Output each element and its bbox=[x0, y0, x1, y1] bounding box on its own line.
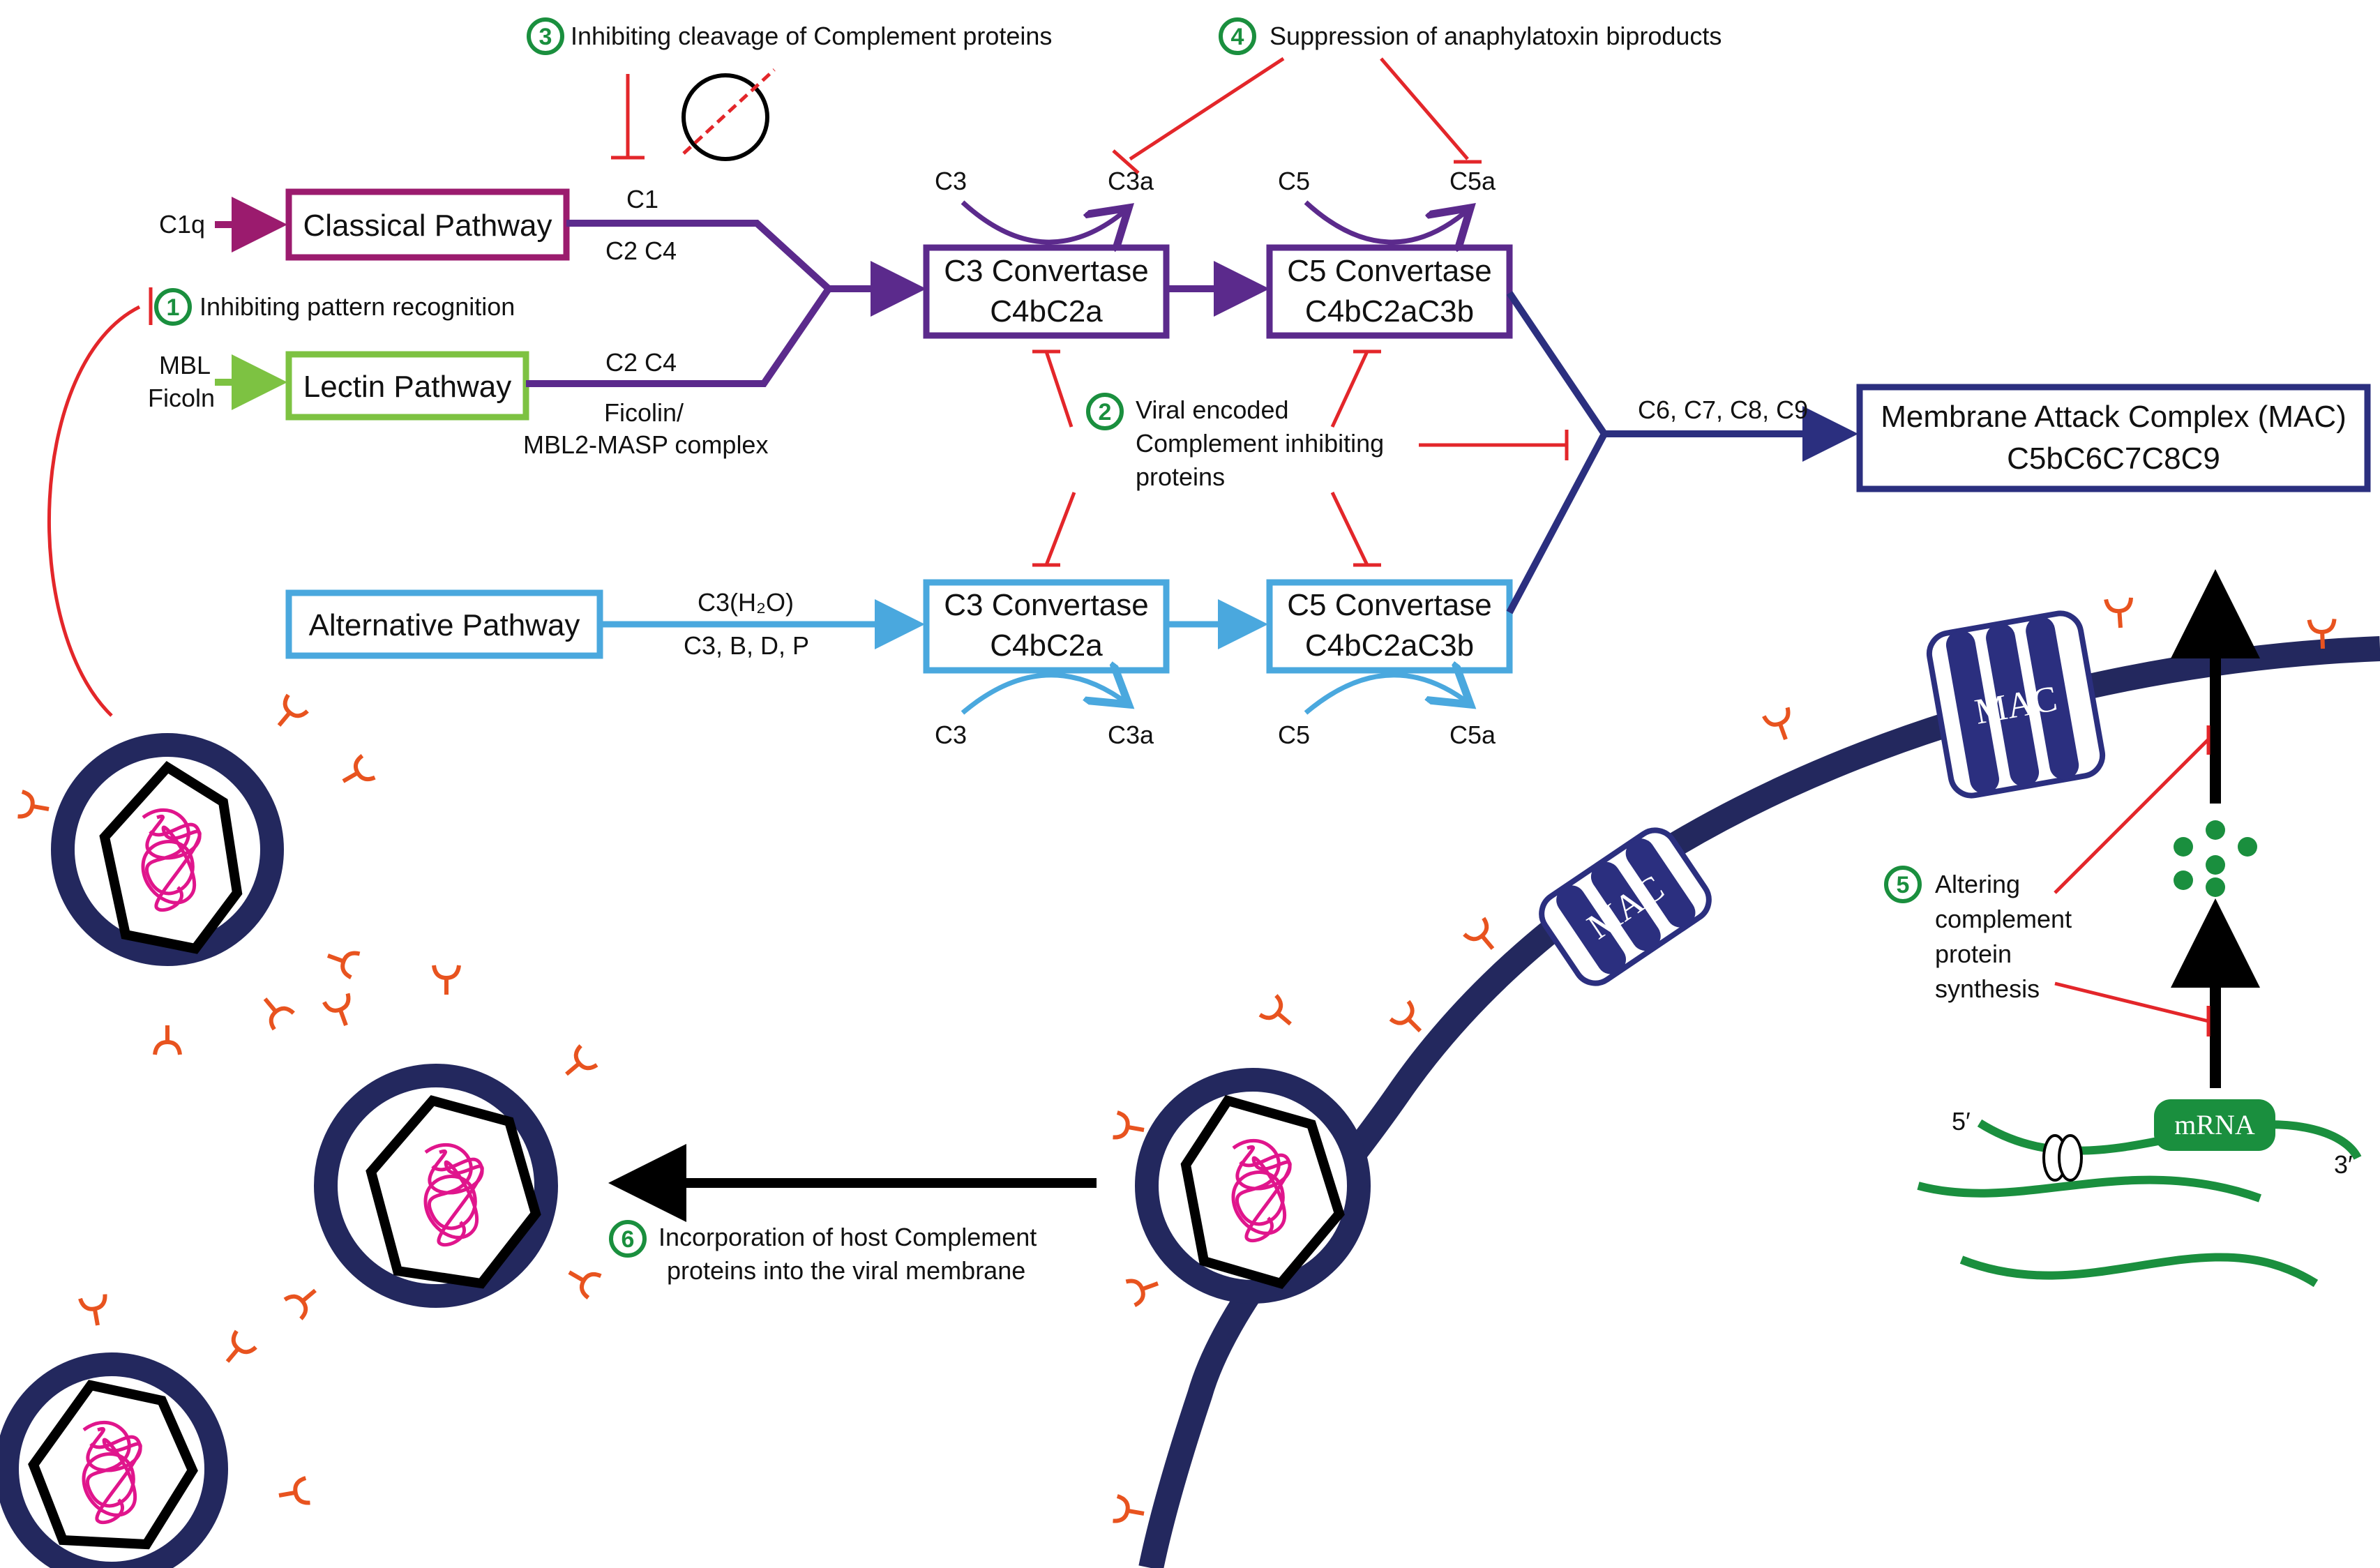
c1-label: C1 bbox=[626, 185, 658, 213]
c5-convertase-upper-sub: C4bC2aC3b bbox=[1305, 294, 1474, 329]
mechanism-1-number: 1 bbox=[167, 294, 180, 321]
virion-bottom bbox=[0, 1295, 310, 1568]
classical-pathway-label: Classical Pathway bbox=[303, 209, 552, 243]
c3a-top-label: C3a bbox=[1108, 167, 1154, 195]
classical-connector bbox=[566, 220, 831, 292]
c3-top-input-label: C3 bbox=[935, 167, 967, 195]
mechanism-5-line4: synthesis bbox=[1935, 974, 2040, 1003]
c5a-bottom-label: C5a bbox=[1449, 721, 1496, 749]
no-cleavage-icon bbox=[681, 73, 769, 161]
c3-bottom-cleavage-arc bbox=[961, 675, 1129, 715]
mac-convergence bbox=[1506, 291, 1609, 615]
mechanism-5-line2: complement bbox=[1935, 905, 2072, 933]
ficolin-masp-label-2: MBL2-MASP complex bbox=[523, 430, 768, 459]
c3a-bottom-label: C3a bbox=[1108, 721, 1154, 749]
mechanism-3-text: Inhibiting cleavage of Complement protei… bbox=[571, 22, 1052, 50]
c2c4-classical-label: C2 C4 bbox=[605, 236, 677, 265]
mechanism-4-text: Suppression of anaphylatoxin biproducts bbox=[1270, 22, 1722, 50]
c2c4-lectin-label: C2 C4 bbox=[605, 348, 677, 377]
mechanism-6-badge bbox=[609, 1220, 647, 1258]
mechanism-3-badge bbox=[527, 17, 564, 55]
c3-convertase-lower-box[interactable]: C3 Convertase C4bC2a bbox=[923, 579, 1170, 674]
c5-convertase-lower-title: C5 Convertase bbox=[1287, 588, 1491, 622]
mrna-strands: mRNA 5′ 3′ bbox=[1917, 1099, 2362, 1288]
ficolin-masp-label-1: Ficolin/ bbox=[604, 398, 684, 427]
classical-pathway-box[interactable]: Classical Pathway bbox=[285, 188, 570, 261]
c3-bottom-input-label: C3 bbox=[935, 721, 967, 749]
mechanism-1: 1 Inhibiting pattern recognition bbox=[47, 287, 515, 717]
ficoln-label: Ficoln bbox=[148, 384, 215, 412]
c3-convertase-upper-title: C3 Convertase bbox=[944, 254, 1148, 288]
mechanism-5-number: 5 bbox=[1897, 872, 1910, 898]
mrna-label: mRNA bbox=[2174, 1109, 2255, 1140]
mechanism-3-number: 3 bbox=[539, 24, 552, 50]
c3-convertase-upper-sub: C4bC2a bbox=[990, 294, 1103, 329]
mechanism-2-badge bbox=[1086, 393, 1124, 430]
mechanism-4-badge bbox=[1219, 17, 1256, 55]
c5-convertase-upper-box[interactable]: C5 Convertase C4bC2aC3b bbox=[1266, 244, 1513, 339]
mechanism-6: 6 Incorporation of host Complement prote… bbox=[609, 1220, 1037, 1285]
mechanism-5-line3: protein bbox=[1935, 940, 2012, 968]
lectin-connector bbox=[526, 287, 832, 387]
alternative-pathway-label: Alternative Pathway bbox=[309, 608, 580, 642]
c1q-label: C1q bbox=[159, 210, 205, 239]
c5a-top-label: C5a bbox=[1449, 167, 1496, 195]
mechanism-6-line2: proteins into the viral membrane bbox=[667, 1256, 1025, 1285]
c5-bottom-input-label: C5 bbox=[1278, 721, 1310, 749]
mechanism-6-number: 6 bbox=[622, 1226, 635, 1253]
c3-convertase-upper-box[interactable]: C3 Convertase C4bC2a bbox=[923, 244, 1170, 339]
three-prime-label: 3′ bbox=[2334, 1150, 2353, 1179]
c5-convertase-lower-box[interactable]: C5 Convertase C4bC2aC3b bbox=[1266, 579, 1513, 674]
c3-top-cleavage-arc bbox=[961, 200, 1129, 242]
mac-pore-1: MAC bbox=[1539, 827, 1712, 986]
c5-top-cleavage-arc bbox=[1304, 200, 1470, 242]
mechanism-2-line2: Complement inhibiting bbox=[1136, 429, 1384, 458]
c3bdp-label: C3, B, D, P bbox=[684, 631, 809, 660]
c3-convertase-lower-sub: C4bC2a bbox=[990, 628, 1103, 663]
mechanism-5-badge bbox=[1884, 866, 1922, 903]
mac-sub: C5bC6C7C8C9 bbox=[2007, 442, 2220, 476]
mechanism-6-line1: Incorporation of host Complement bbox=[658, 1223, 1037, 1251]
lectin-pathway-box[interactable]: Lectin Pathway bbox=[285, 351, 529, 421]
five-prime-label: 5′ bbox=[1952, 1107, 1971, 1136]
mechanism-2-line1: Viral encoded bbox=[1136, 395, 1289, 424]
c3h2o-label: C3(H₂O) bbox=[698, 588, 794, 617]
mechanism-5-line1: Altering bbox=[1935, 870, 2020, 898]
c5-convertase-upper-title: C5 Convertase bbox=[1287, 254, 1491, 288]
mechanism-2: 2 Viral encoded Complement inhibiting pr… bbox=[1032, 349, 1569, 567]
mechanism-2-line3: proteins bbox=[1136, 462, 1225, 491]
mac-title: Membrane Attack Complex (MAC) bbox=[1881, 400, 2347, 434]
mechanism-1-text: Inhibiting pattern recognition bbox=[199, 292, 515, 321]
mechanism-3: 3 Inhibiting cleavage of Complement prot… bbox=[527, 17, 1052, 161]
mac-box[interactable]: Membrane Attack Complex (MAC) C5bC6C7C8C… bbox=[1856, 384, 2371, 492]
virion-middle bbox=[285, 965, 601, 1319]
mechanism-4-number: 4 bbox=[1231, 24, 1244, 50]
c3-convertase-lower-title: C3 Convertase bbox=[944, 588, 1148, 622]
mechanism-4: 4 Suppression of anaphylatoxin biproduct… bbox=[1112, 17, 1722, 174]
c6-c9-label: C6, C7, C8, C9 bbox=[1638, 395, 1808, 424]
mac-pore-2: MAC bbox=[1926, 610, 2106, 799]
alternative-pathway-box[interactable]: Alternative Pathway bbox=[285, 589, 603, 659]
virion-top bbox=[18, 695, 375, 1055]
c5-top-input-label: C5 bbox=[1278, 167, 1310, 195]
complement-protein-dots bbox=[2174, 820, 2257, 897]
mechanism-1-badge bbox=[154, 288, 192, 326]
lectin-pathway-label: Lectin Pathway bbox=[303, 370, 511, 404]
mechanism-2-number: 2 bbox=[1099, 399, 1112, 425]
c5-convertase-lower-sub: C4bC2aC3b bbox=[1305, 628, 1474, 663]
mbl-label: MBL bbox=[159, 351, 211, 379]
budding-virus bbox=[1113, 1068, 1371, 1305]
c5-bottom-cleavage-arc bbox=[1304, 675, 1470, 715]
mechanism-5: 5 Altering complement protein synthesis bbox=[1884, 725, 2210, 1036]
mrna-badge bbox=[2154, 1099, 2275, 1151]
